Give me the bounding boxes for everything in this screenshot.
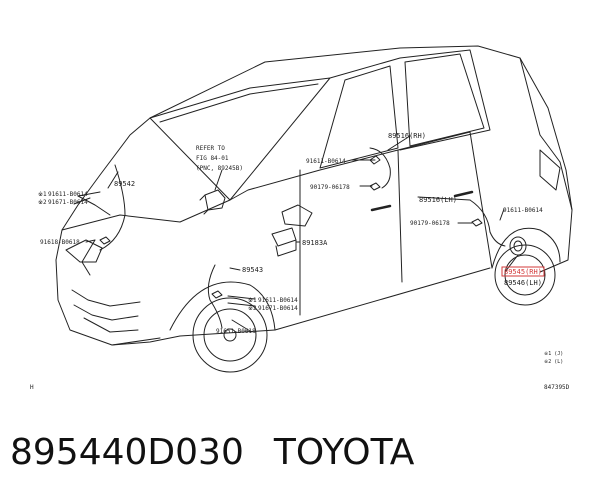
caption: 895440D030 TOYOTA xyxy=(10,432,414,473)
label-89542: 89542 xyxy=(114,180,135,188)
mark-1-fl: ※1 xyxy=(248,297,257,304)
parts-diagram: REFER TO FIG 84-01 (PNC, 89245B) 89542 ※… xyxy=(30,45,573,391)
label-89545-rh: 89545(RH) xyxy=(504,268,542,276)
label-89543: 89543 xyxy=(242,266,263,274)
legend-line1: ※1 (J) xyxy=(544,351,563,357)
label-91618: 91618-B0618 xyxy=(40,239,80,246)
highlight-box xyxy=(501,266,545,277)
label-91611-rear-top: 91611-B0614 xyxy=(306,158,346,165)
refer-note-line2: FIG 84-01 xyxy=(196,155,229,162)
label-91611-fl: 91611-B0614 xyxy=(258,297,298,304)
refer-note-line3: (PNC, 89245B) xyxy=(196,165,243,172)
car-drawing: REFER TO FIG 84-01 (PNC, 89245B) 89542 ※… xyxy=(30,45,573,391)
label-91611-rear: 91611-B0614 xyxy=(503,207,543,214)
brand-name: TOYOTA xyxy=(273,432,415,473)
label-89183A: 89183A xyxy=(302,239,328,247)
mark-2-front: ※2 xyxy=(38,199,47,206)
label-91611-front: 91611-B0614 xyxy=(48,191,88,198)
corner-right-code: 847395D xyxy=(544,384,570,391)
label-91671-front: 91671-B0614 xyxy=(48,199,88,206)
label-91671-fl: 91671-B0614 xyxy=(258,305,298,312)
label-90179-b: 90179-06178 xyxy=(410,220,450,227)
refer-note-line1: REFER TO xyxy=(196,145,225,152)
label-89516-rh: 89516(RH) xyxy=(388,132,426,140)
label-90179-a: 90179-06178 xyxy=(310,184,350,191)
legend-line2: ※2 (L) xyxy=(544,359,563,365)
mark-2-fl: ※2 xyxy=(248,305,257,312)
mark-1-front: ※1 xyxy=(38,191,47,198)
label-91651: 91651-B0618 xyxy=(216,328,256,335)
corner-left-code: H xyxy=(30,384,34,391)
part-number: 895440D030 xyxy=(10,432,244,473)
label-89516-lh: 89516(LH) xyxy=(419,196,457,204)
label-89546-lh: 89546(LH) xyxy=(504,279,542,287)
